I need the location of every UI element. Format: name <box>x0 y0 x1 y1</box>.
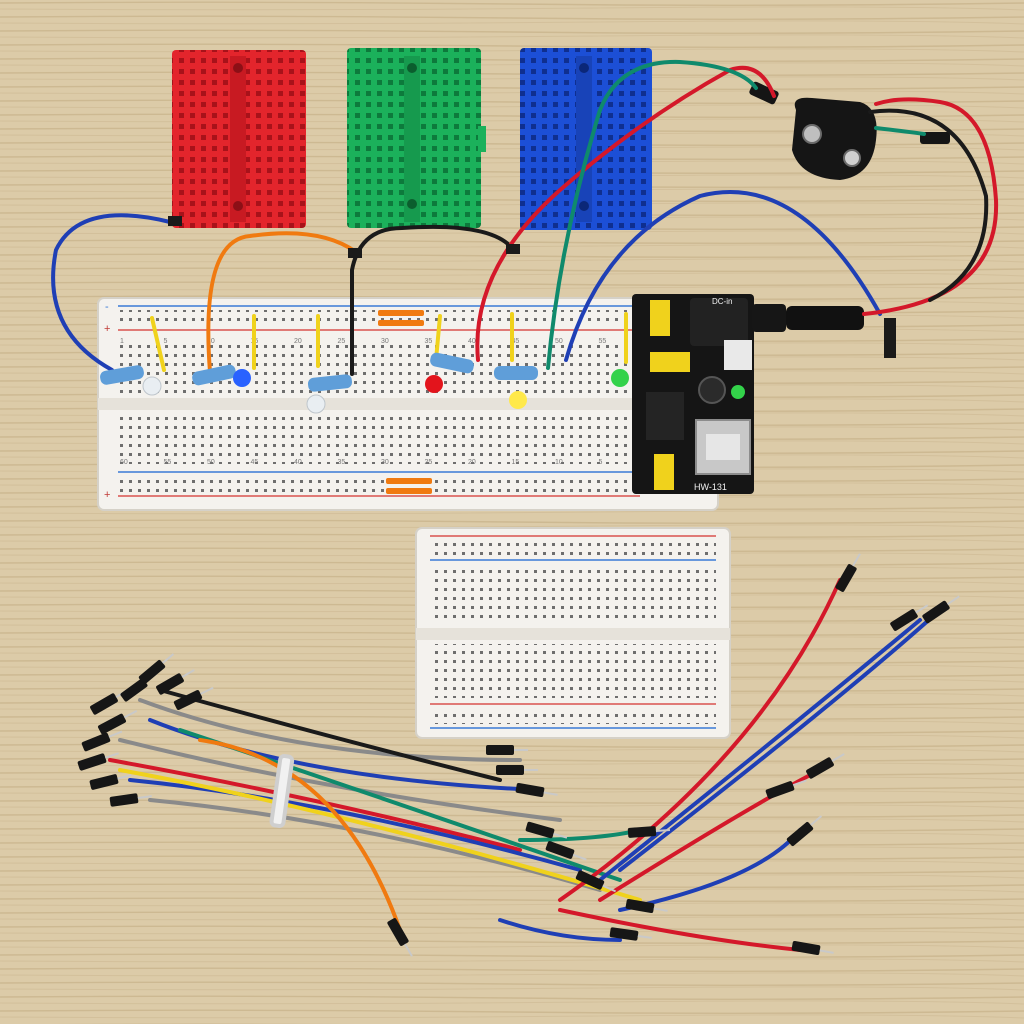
jumper-pin <box>525 821 568 839</box>
column-number: 40 <box>294 459 302 466</box>
jumper-pin <box>496 765 538 775</box>
column-number: 45 <box>512 338 520 345</box>
column-number: 45 <box>251 459 259 466</box>
led-blue <box>233 369 251 387</box>
jumper-pin <box>625 898 668 914</box>
jumper-pin <box>77 752 119 771</box>
column-number: 40 <box>468 338 476 345</box>
rail-minus-top: - <box>105 301 109 313</box>
column-number: 15 <box>512 459 520 466</box>
jumper-pin <box>575 870 616 893</box>
column-number: 25 <box>338 338 346 345</box>
jumper-pin <box>109 793 152 807</box>
wire-end-pins <box>77 553 960 957</box>
jumper-pin <box>81 730 123 752</box>
power-supply-module: HW-131 DC-in <box>632 294 864 494</box>
led-clear-2 <box>306 394 326 414</box>
jumper-pin <box>890 604 929 631</box>
led-yellow <box>509 391 527 409</box>
led-red <box>425 375 443 393</box>
column-number: 55 <box>164 459 172 466</box>
column-number: 20 <box>468 459 476 466</box>
mini-breadboard-green <box>347 48 486 228</box>
column-number: 35 <box>425 338 433 345</box>
jumper-pin <box>387 918 413 957</box>
jumper-pin <box>922 595 960 624</box>
jumper-wire-bundle <box>108 578 942 952</box>
column-number: 10 <box>555 459 563 466</box>
column-number: 5 <box>164 338 168 345</box>
rail-plus-bottom: + <box>104 489 110 501</box>
mini-breadboard-red <box>172 50 306 228</box>
jumper-pin <box>89 774 132 790</box>
jumper-wires-circuit <box>51 59 999 376</box>
column-number: 5 <box>599 459 603 466</box>
module-model-label: HW-131 <box>694 482 727 492</box>
column-number: 30 <box>381 459 389 466</box>
led-green <box>611 369 629 387</box>
jumper-pin <box>835 553 861 592</box>
resistors <box>100 352 538 392</box>
jumper-pin <box>609 927 652 941</box>
bottom-column-numbers: 60 55 50 45 40 35 30 25 20 15 10 5 <box>120 459 603 466</box>
jumper-pin <box>97 709 138 735</box>
column-number: 10 <box>207 338 215 345</box>
column-number: 50 <box>555 338 563 345</box>
column-number: 55 <box>599 338 607 345</box>
jumper-pin <box>627 826 671 838</box>
jumper-pin <box>786 815 823 847</box>
jumper-pin <box>545 841 587 861</box>
half-breadboard <box>415 527 731 739</box>
jumper-pin <box>156 669 195 695</box>
jumper-pin <box>765 779 807 799</box>
jumper-pin <box>515 782 558 798</box>
battery-9v-snap-icon <box>749 81 950 180</box>
jumper-pin <box>486 745 528 755</box>
column-number: 50 <box>207 459 215 466</box>
column-number: 25 <box>425 459 433 466</box>
jumper-pin <box>138 653 175 685</box>
rail-plus-top: + <box>104 323 110 335</box>
column-number: 20 <box>294 338 302 345</box>
column-number: 30 <box>381 338 389 345</box>
module-jack-label: DC-in <box>712 297 732 306</box>
column-number: 60 <box>120 459 128 466</box>
mini-breadboard-blue <box>520 48 652 230</box>
jumper-pin <box>791 940 834 956</box>
jumper-pin <box>173 686 214 710</box>
leds <box>142 369 629 414</box>
led-clear <box>142 376 162 396</box>
jumper-pin <box>806 753 845 779</box>
column-number: 1 <box>120 338 124 345</box>
column-number: 35 <box>338 459 346 466</box>
